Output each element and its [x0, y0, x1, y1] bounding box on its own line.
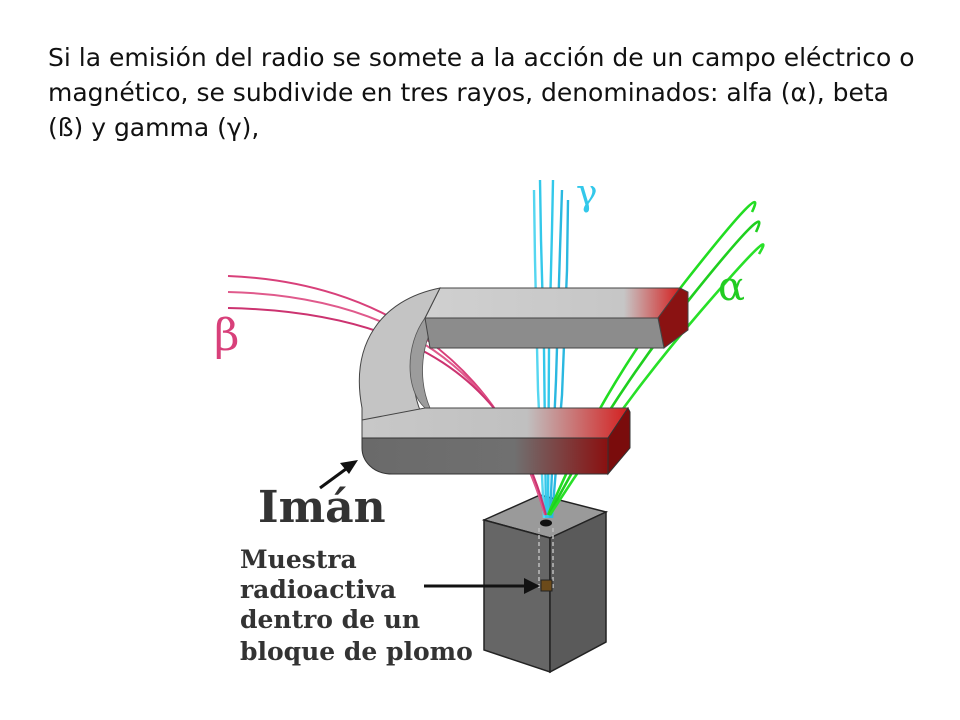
intro-text: Si la emisión del radio se somete a la a…: [48, 43, 915, 142]
sample-label: Muestra radioactiva dentro de un bloque …: [240, 545, 473, 666]
arrow-to-sample-icon: [424, 578, 540, 594]
horseshoe-magnet: [358, 287, 689, 476]
sample-label-line-1: Muestra: [240, 545, 357, 574]
lead-block-front: [483, 519, 551, 674]
magnet-label: Imán: [258, 482, 386, 533]
beta-label: β: [214, 310, 239, 361]
magnet-top-arm: [424, 287, 681, 319]
arrow-to-magnet-icon: [319, 460, 358, 490]
lead-block: [481, 494, 609, 674]
sample-label-line-2: radioactiva: [240, 575, 396, 604]
sample-label-line-3: dentro de un: [240, 605, 420, 634]
sample-label-line-4: bloque de plomo: [240, 637, 473, 666]
gamma-label: γ: [576, 173, 598, 214]
magnet-bottom-arm: [361, 407, 629, 439]
radioactive-sample: [540, 579, 553, 592]
lead-block-side: [549, 510, 607, 674]
alpha-label: α: [718, 264, 745, 310]
